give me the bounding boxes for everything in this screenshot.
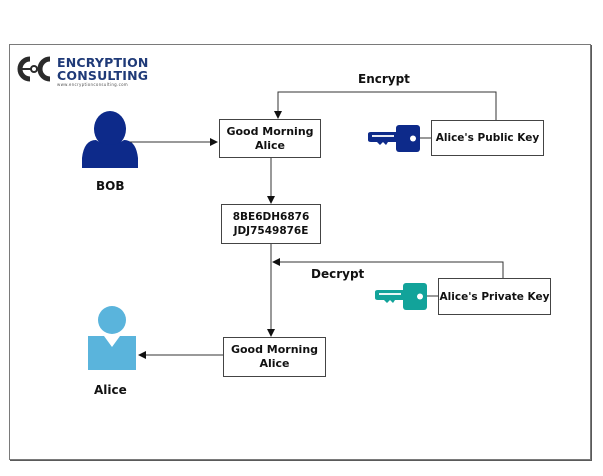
- alice-label: Alice: [94, 383, 127, 397]
- logo-line2: CONSULTING: [57, 68, 149, 83]
- plaintext-input-line1: Good Morning: [226, 124, 314, 138]
- private-key-text: Alice's Private Key: [439, 290, 550, 303]
- bob-label: BOB: [96, 179, 125, 193]
- logo-line1: ENCRYPTION: [57, 55, 149, 70]
- ciphertext-box: 8BE6DH6876 JDJ7549876E: [221, 204, 321, 244]
- bob-user-icon: [82, 111, 138, 168]
- alice-user-icon: [88, 306, 136, 370]
- plaintext-output-line1: Good Morning: [230, 343, 319, 356]
- private-key-box: Alice's Private Key: [438, 278, 551, 315]
- plaintext-output-box: Good Morning Alice: [223, 337, 326, 377]
- logo-mark-icon: [17, 56, 51, 82]
- plaintext-input-line2: Alice: [254, 138, 286, 152]
- arrow-encrypt: [274, 91, 497, 120]
- public-key-box: Alice's Public Key: [431, 120, 544, 156]
- plaintext-output-line2: Alice: [259, 357, 290, 370]
- ciphertext-line1: 8BE6DH6876: [232, 211, 310, 223]
- ciphertext-line2: JDJ7549876E: [233, 225, 309, 237]
- public-key-text: Alice's Public Key: [435, 132, 540, 144]
- arrow-decrypt: [272, 258, 504, 278]
- decrypt-label: Decrypt: [311, 267, 365, 281]
- public-key-icon: [368, 125, 420, 152]
- encrypt-label: Encrypt: [358, 72, 410, 86]
- logo-url: www.encryptionconsulting.com: [57, 82, 129, 87]
- private-key-icon: [375, 283, 427, 310]
- plaintext-input-box: Good Morning Alice: [219, 119, 321, 158]
